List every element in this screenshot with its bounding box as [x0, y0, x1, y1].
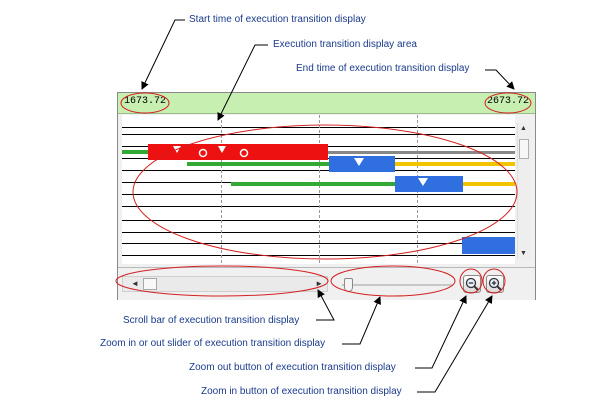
- callout-end-time: End time of execution transition display: [296, 63, 470, 74]
- call-marker-icon: [239, 148, 249, 158]
- ready-state-bar: [463, 182, 515, 186]
- callout-zoom-in: Zoom in button of execution transition d…: [201, 386, 402, 397]
- time-range-header: 1673.72 2673.72: [118, 93, 535, 114]
- running-task-bar: [395, 176, 463, 192]
- ready-state-bar: [231, 182, 395, 186]
- horizontal-scrollbar[interactable]: ◄ ►: [122, 276, 328, 292]
- running-task-bar: [329, 156, 395, 172]
- ready-state-bar: [187, 162, 329, 166]
- execution-transition-chart: [122, 115, 515, 264]
- leader-start-time: [141, 19, 185, 90]
- leader-zoom-in: [417, 295, 493, 393]
- highlight-zoom-slider: [330, 265, 456, 297]
- horizontal-scroll-thumb[interactable]: [143, 278, 157, 290]
- callout-start-time: Start time of execution transition displ…: [189, 14, 366, 25]
- vertical-scrollbar[interactable]: ▲ ▼: [517, 123, 531, 259]
- callout-scroll-bar: Scroll bar of execution transition displ…: [123, 315, 300, 326]
- vertical-scroll-thumb[interactable]: [519, 139, 529, 159]
- zoom-out-button[interactable]: [463, 275, 481, 293]
- highlight-end-time: [484, 92, 532, 114]
- call-marker-icon: [198, 148, 208, 158]
- end-time-label: 2673.72: [486, 96, 529, 107]
- idle-state-bar: [328, 151, 515, 154]
- up-arrow-icon[interactable]: ▲: [520, 125, 527, 132]
- callout-zoom-out: Zoom out button of execution transition …: [189, 362, 396, 373]
- event-marker-icon: [218, 146, 226, 153]
- running-task-bar: [148, 144, 328, 160]
- start-time-label: 1673.72: [124, 96, 167, 107]
- callout-zoom-slider: Zoom in or out slider of execution trans…: [100, 338, 326, 349]
- ready-state-bar: [395, 162, 515, 166]
- highlight-zoom-in: [482, 268, 506, 294]
- zoom-in-button[interactable]: [486, 275, 504, 293]
- highlight-display-area: [132, 124, 518, 260]
- down-arrow-icon[interactable]: ▼: [520, 250, 527, 257]
- leader-end-time: [485, 69, 515, 90]
- magnifier-minus-icon: [465, 277, 479, 291]
- leader-scroll-bar: [316, 289, 335, 321]
- leader-zoom-slider: [342, 296, 381, 345]
- running-task-bar: [462, 237, 515, 254]
- event-marker-icon: [354, 158, 364, 166]
- ready-state-bar: [122, 150, 148, 154]
- highlight-start-time: [120, 92, 170, 114]
- callout-display-area: Execution transition display area: [273, 39, 417, 50]
- leader-zoom-out: [415, 295, 467, 369]
- leader-display-area: [217, 44, 268, 121]
- highlight-scrollbar: [115, 265, 329, 297]
- zoom-slider-track: [342, 284, 452, 286]
- left-arrow-icon[interactable]: ◄: [131, 279, 139, 288]
- magnifier-plus-icon: [488, 277, 502, 291]
- right-arrow-icon[interactable]: ►: [315, 279, 323, 288]
- highlight-zoom-out: [459, 268, 483, 294]
- event-marker-icon: [418, 178, 428, 186]
